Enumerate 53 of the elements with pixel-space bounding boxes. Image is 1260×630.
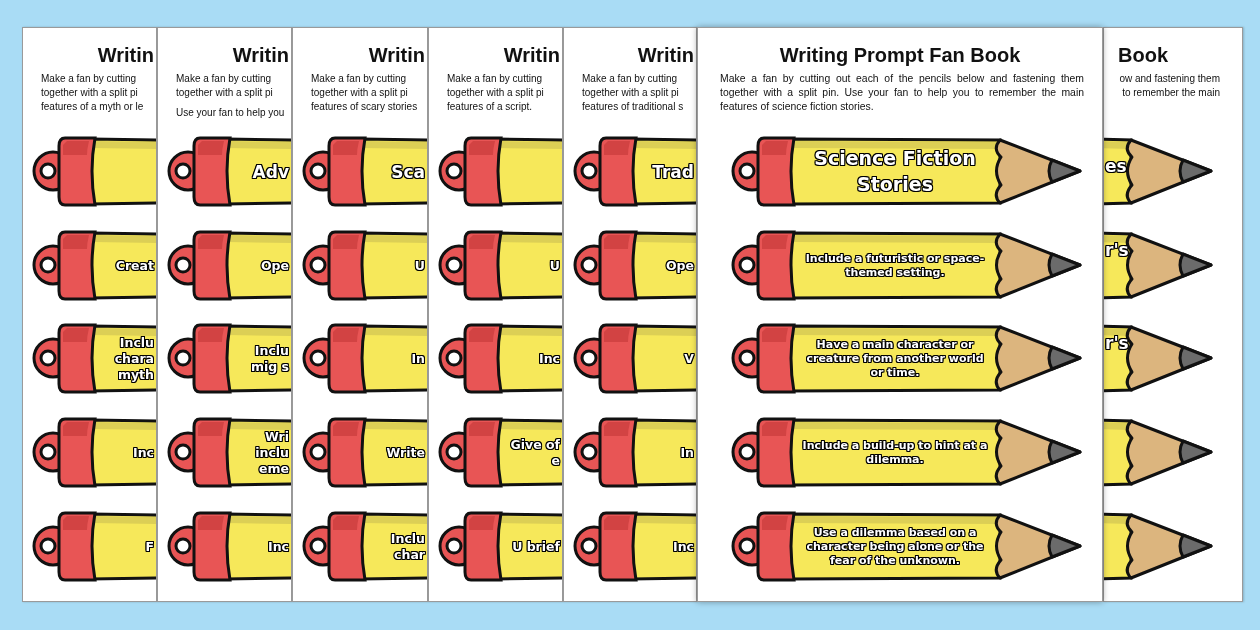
pencil-text: Inc bbox=[538, 349, 560, 368]
sheet-title: Writin bbox=[368, 43, 425, 68]
pencil-text: In bbox=[410, 349, 425, 368]
instructions-text: Make a fan by cutting together with a split pi bbox=[176, 72, 274, 100]
pencil-text: Include a build-up to hint at a dilemma. bbox=[801, 437, 989, 468]
pencil-text: Inc bbox=[672, 537, 694, 556]
worksheet bbox=[428, 27, 563, 602]
pencil-text: Wri inclu eme bbox=[254, 427, 289, 479]
pencil-text: Have a main character or creature from another world or time. bbox=[805, 336, 985, 382]
pencil-text: U bbox=[413, 256, 425, 275]
worksheet bbox=[292, 27, 428, 602]
sheet-title: Writin bbox=[637, 43, 694, 68]
instructions-text: Make a fan by cutting together with a split pi features of scary stories bbox=[311, 72, 419, 114]
pencil-text: Include a futuristic or space-themed setting. bbox=[804, 250, 986, 281]
worksheet bbox=[697, 27, 1103, 602]
instructions-text: ow and fastening them to remember the main bbox=[1118, 72, 1220, 100]
worksheet bbox=[1103, 27, 1243, 602]
pencil-text: Inclu mig s bbox=[249, 341, 289, 376]
pencil-heading: Adv bbox=[251, 160, 289, 184]
pencil-text: Inc bbox=[132, 443, 154, 462]
pencil-text: Write bbox=[385, 443, 425, 462]
sheet-title: Writin bbox=[503, 43, 560, 68]
worksheet bbox=[22, 27, 157, 602]
pencil-text: U brief bbox=[511, 537, 560, 556]
pencil-text: Ope bbox=[259, 256, 289, 275]
pencil-text: In bbox=[679, 443, 694, 462]
instructions-text: Use your fan to help you bbox=[176, 106, 286, 120]
pencil-text: Inclu char bbox=[389, 529, 425, 564]
pencil-text: Creat bbox=[114, 256, 154, 275]
pencil-text: F bbox=[144, 537, 154, 556]
pencil-text: V bbox=[683, 349, 694, 368]
pencil-text: Inc bbox=[267, 537, 289, 556]
pencil-heading: es bbox=[1105, 155, 1128, 178]
pencil-text: Inclu chara myth bbox=[113, 333, 154, 385]
sheet-title: Writin bbox=[232, 43, 289, 68]
pencil-text: Ope bbox=[664, 256, 694, 275]
instructions-text: Make a fan by cutting together with a split pi features of a myth or le bbox=[41, 72, 145, 114]
pencil-heading: Science Fiction Stories bbox=[813, 146, 977, 197]
instructions-text: Make a fan by cutting out each of the pencils below and fastening them together with a split pin. Use your fan to help you to remember the main features of science fiction stories. bbox=[720, 72, 1084, 114]
pencil-text: U bbox=[548, 256, 560, 275]
sheet-title: Book bbox=[1118, 43, 1168, 68]
pencil-heading: Sca bbox=[390, 160, 425, 184]
sheet-title: Writin bbox=[97, 43, 154, 68]
instructions-text: Make a fan by cutting together with a split pi features of traditional s bbox=[582, 72, 685, 114]
pencil-heading: Trad bbox=[651, 160, 694, 184]
worksheet bbox=[563, 27, 697, 602]
pencil-text: Use a dilemma based on a character being alone or the fear of the unknown. bbox=[805, 524, 985, 570]
pencil-text: r's bbox=[1105, 239, 1130, 262]
instructions-text: Make a fan by cutting together with a split pi features of a script. bbox=[447, 72, 545, 114]
worksheet bbox=[157, 27, 292, 602]
pencil-text: Give of e bbox=[509, 435, 560, 470]
pencil-text: r's bbox=[1105, 332, 1130, 355]
sheet-title: Writing Prompt Fan Book bbox=[779, 43, 1021, 68]
